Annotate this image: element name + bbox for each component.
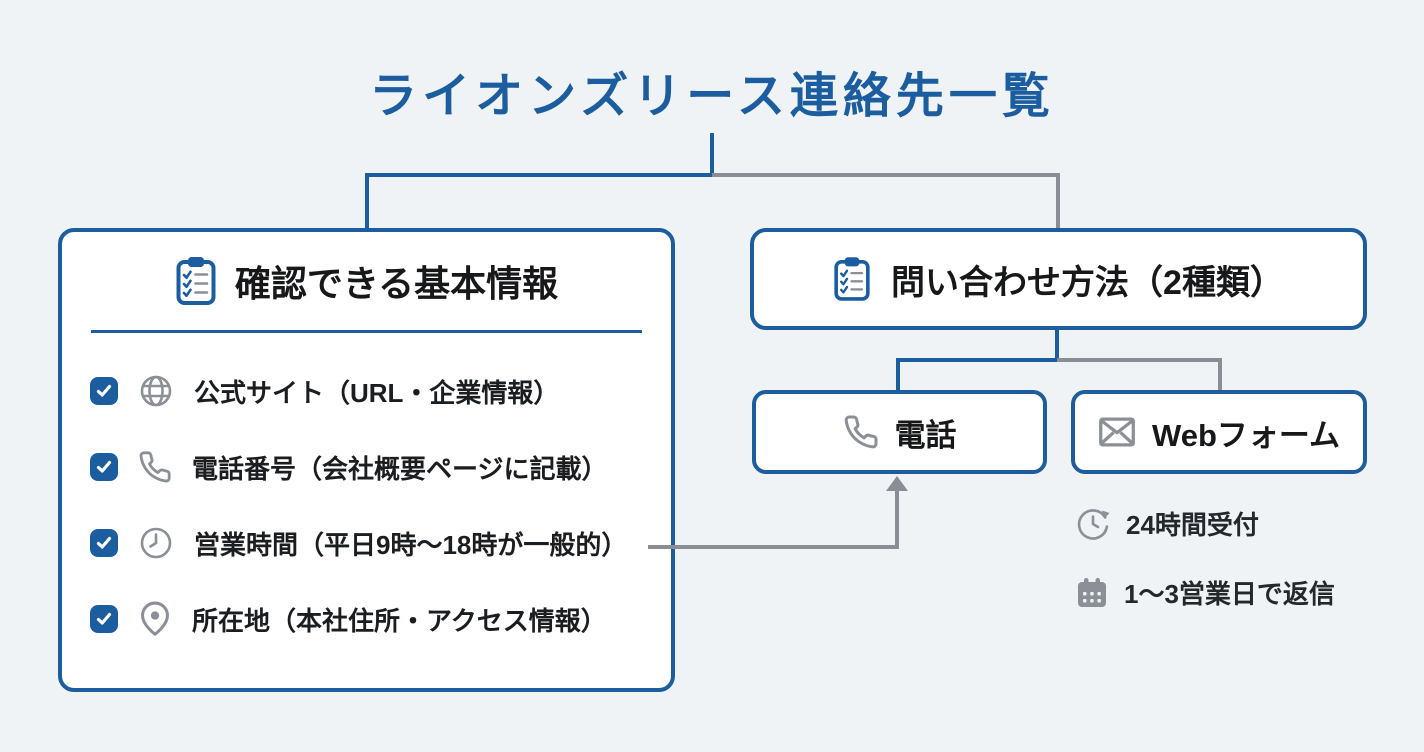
phone-method-box: 電話 xyxy=(752,390,1047,474)
list-item-label: 営業時間（平日9時〜18時が一般的） xyxy=(194,529,628,560)
basic-info-list: 公式サイト（URL・企業情報） 電話番号（会社概要ページに記載） xyxy=(62,333,671,657)
phone-icon xyxy=(843,414,879,450)
note-24h: 24時間受付 xyxy=(1075,505,1259,542)
list-item-phone-number: 電話番号（会社概要ページに記載） xyxy=(90,429,671,505)
clipboard-check-icon xyxy=(833,256,871,302)
list-item-label: 所在地（本社住所・アクセス情報） xyxy=(192,605,607,636)
map-pin-icon xyxy=(138,601,172,637)
calendar-icon xyxy=(1075,576,1109,610)
connector-methods-stem xyxy=(1055,330,1059,362)
connector-top-right-horizontal xyxy=(712,173,1060,177)
basic-info-title: 確認できる基本情報 xyxy=(234,263,559,304)
connector-methods-left-drop xyxy=(896,358,900,392)
arrow-up-head xyxy=(886,476,908,491)
arrow-hours-to-phone-horizontal xyxy=(648,545,898,549)
phone-method-label: 電話 xyxy=(894,417,957,453)
list-item-label: 公式サイト（URL・企業情報） xyxy=(194,377,560,408)
list-item-label: 電話番号（会社概要ページに記載） xyxy=(192,453,608,484)
checked-checkbox-icon xyxy=(90,605,118,633)
globe-icon xyxy=(138,373,174,409)
list-item-business-hours: 営業時間（平日9時〜18時が一般的） xyxy=(90,505,671,581)
connector-top-right-drop xyxy=(1056,173,1060,230)
list-item-official-site: 公式サイト（URL・企業情報） xyxy=(90,353,671,429)
contact-methods-title: 問い合わせ方法（2種類） xyxy=(891,263,1284,302)
clock-24h-icon xyxy=(1075,506,1111,542)
contact-methods-card: 問い合わせ方法（2種類） xyxy=(750,228,1367,330)
note-reply-time: 1〜3営業日で返信 xyxy=(1075,574,1335,611)
clock-icon xyxy=(138,525,174,561)
page-title: ライオンズリース連絡先一覧 xyxy=(369,70,1055,123)
connector-title-stem xyxy=(710,133,714,177)
note-24h-label: 24時間受付 xyxy=(1126,510,1259,540)
basic-info-card: 確認できる基本情報 公式サイト（URL・企業情報） xyxy=(58,228,675,692)
connector-top-left-drop xyxy=(365,173,369,230)
checked-checkbox-icon xyxy=(90,377,118,405)
phone-icon xyxy=(138,450,172,484)
arrow-hours-to-phone-vertical xyxy=(895,488,899,549)
checked-checkbox-icon xyxy=(90,453,118,481)
web-form-method-label: Webフォーム xyxy=(1152,417,1340,453)
connector-methods-right-horizontal xyxy=(1057,358,1222,362)
envelope-icon xyxy=(1098,416,1136,448)
checked-checkbox-icon xyxy=(90,529,118,557)
list-item-location: 所在地（本社住所・アクセス情報） xyxy=(90,581,671,657)
connector-top-left-horizontal xyxy=(365,173,712,177)
header-divider xyxy=(91,330,642,333)
note-reply-time-label: 1〜3営業日で返信 xyxy=(1124,579,1335,609)
web-form-method-box: Webフォーム xyxy=(1071,390,1367,474)
connector-methods-left-horizontal xyxy=(896,358,1057,362)
clipboard-check-icon xyxy=(175,256,217,306)
connector-methods-right-drop xyxy=(1218,358,1222,392)
basic-info-header: 確認できる基本情報 xyxy=(62,232,671,330)
